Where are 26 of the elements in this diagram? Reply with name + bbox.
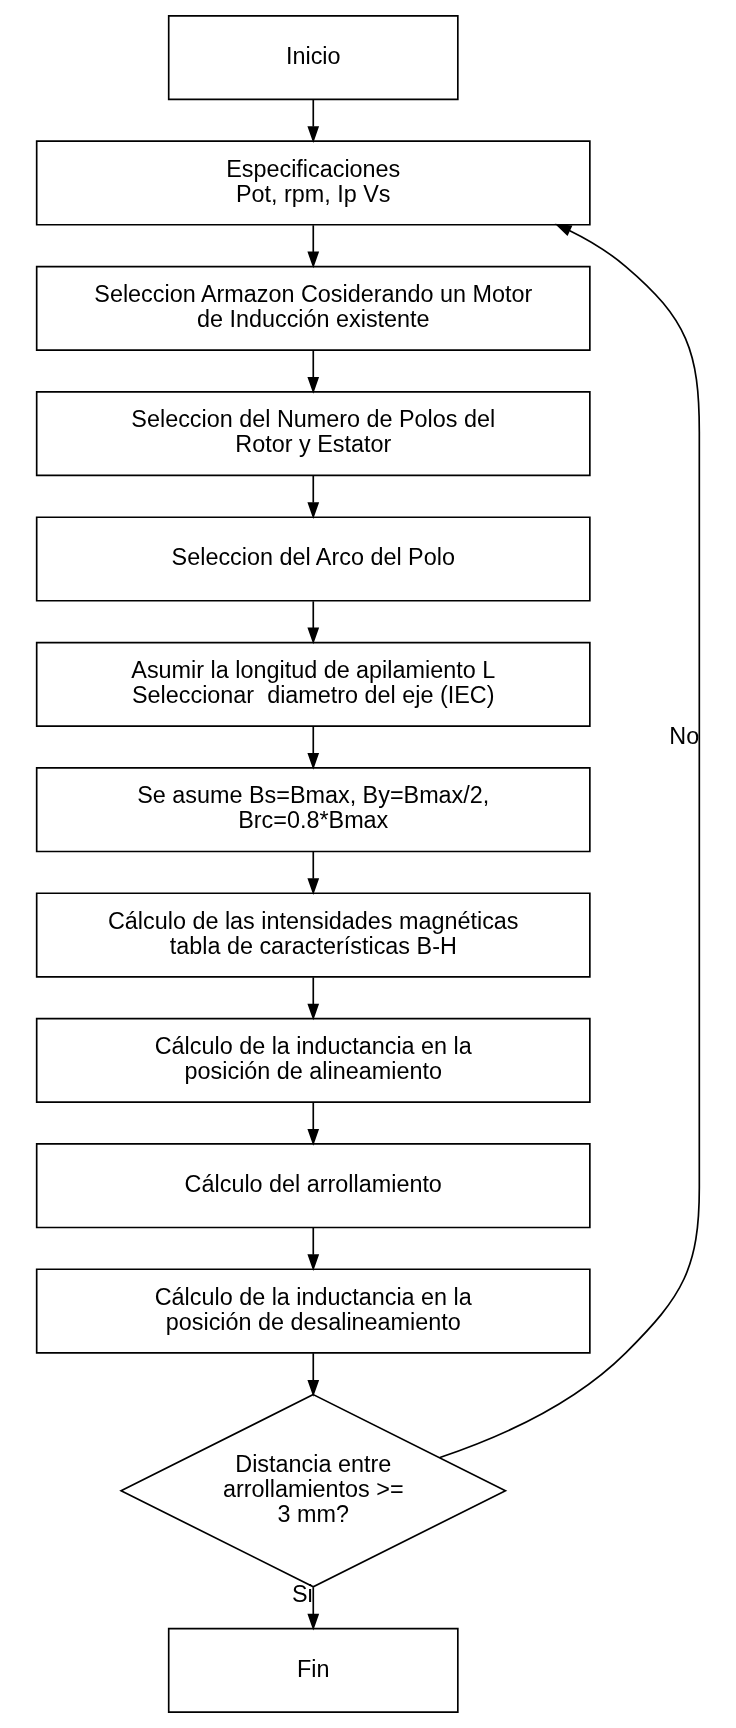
arrow: [439, 223, 701, 1459]
node-box: Seleccion del Numero de Polos del Rotor y Estator: [35, 391, 591, 477]
node-box: Seleccion del Arco del Polo: [35, 516, 591, 602]
arrow: [307, 475, 320, 519]
node-box: Cálculo de la inductancia en la posición de alineamiento: [35, 1017, 591, 1103]
node-box: Especificaciones Pot, rpm, Ip Vs: [35, 140, 591, 226]
arrow: [307, 224, 320, 269]
node-box: Seleccion Armazon Cosiderando un Motor de Inducción existente: [35, 265, 591, 351]
arrow: [307, 99, 320, 143]
arrow: [307, 1352, 320, 1397]
arrow: [307, 600, 320, 645]
node-box: Fin: [167, 1627, 459, 1713]
arrow: [307, 725, 320, 770]
arrow: [307, 1101, 320, 1146]
node-box: Cálculo de las intensidades magnéticas tabla de características B-H: [35, 892, 591, 978]
arrow: [307, 349, 320, 394]
arrow: [307, 1586, 320, 1631]
arrow: [307, 1227, 320, 1272]
arrow: [307, 851, 320, 895]
node-box: Se asume Bs=Bmax, By=Bmax/2, Brc=0.8*Bmax: [35, 767, 591, 853]
edge-label: No: [669, 723, 700, 750]
node-box: Asumir la longitud de apilamiento L Seleccionar diametro del eje (IEC): [35, 641, 591, 727]
node-box: Inicio: [167, 15, 459, 101]
node-box: Cálculo de la inductancia en la posición de desalineamiento: [35, 1268, 591, 1354]
node-box: Cálculo del arrollamiento: [35, 1143, 591, 1229]
arrow: [307, 976, 320, 1021]
